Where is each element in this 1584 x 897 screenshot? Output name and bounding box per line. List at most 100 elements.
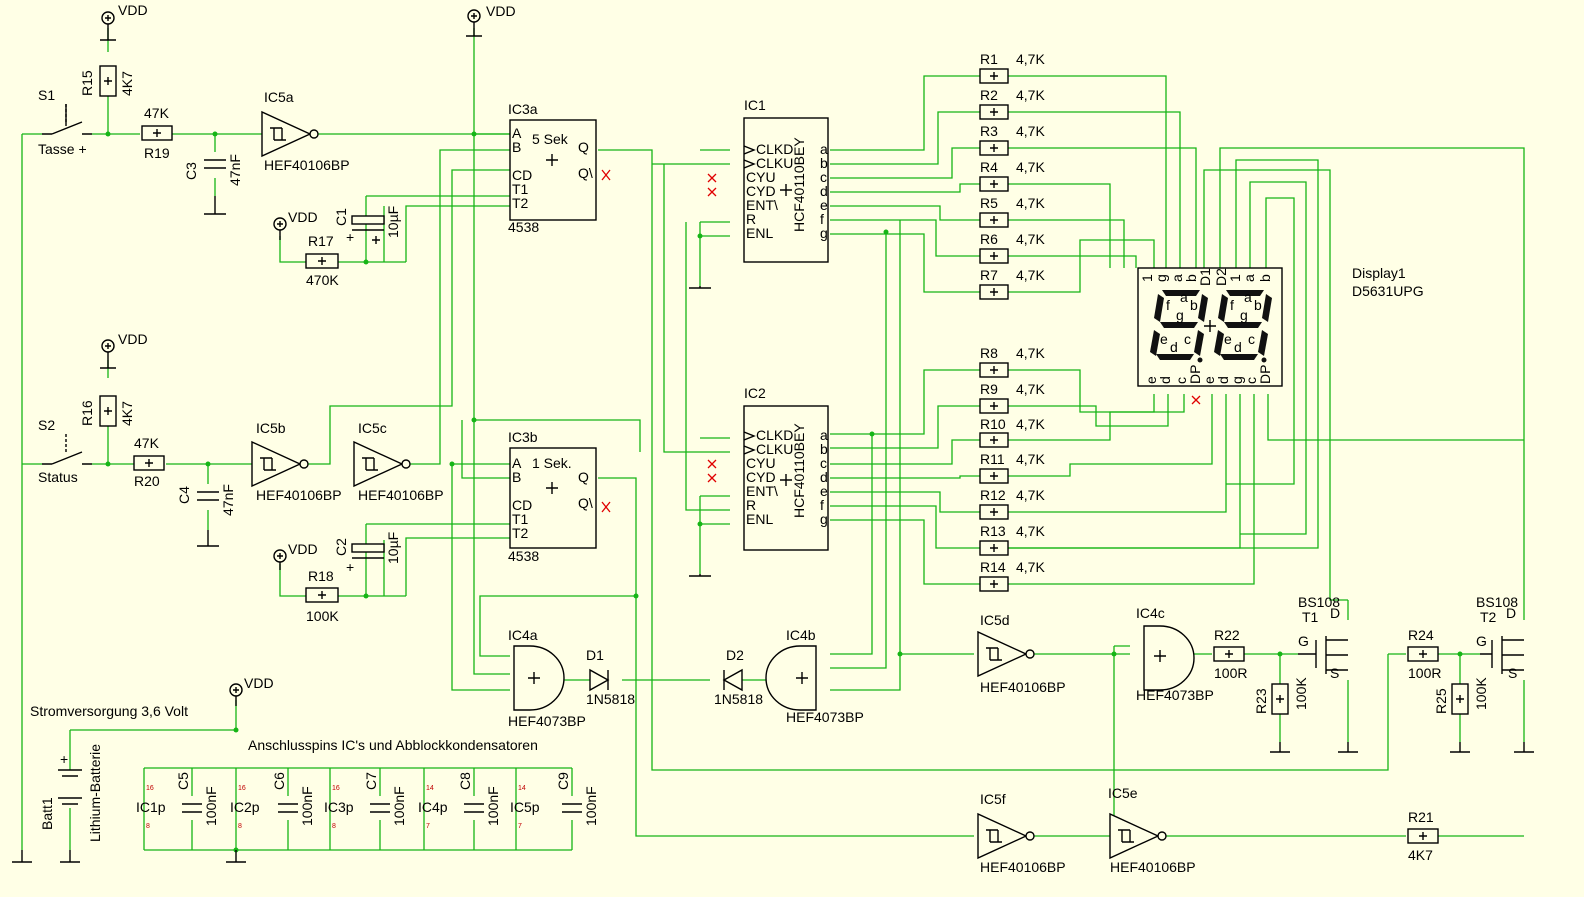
svg-text:100nF: 100nF	[485, 786, 501, 826]
svg-text:e: e	[1160, 331, 1168, 347]
svg-text:14: 14	[518, 785, 526, 792]
svg-text:4K7: 4K7	[119, 71, 135, 96]
svg-text:47nF: 47nF	[220, 484, 236, 516]
svg-text:g: g	[1153, 274, 1169, 282]
svg-text:47K: 47K	[134, 435, 160, 451]
svg-text:R22: R22	[1214, 627, 1240, 643]
svg-text:C2: C2	[333, 538, 349, 556]
svg-text:4,7K: 4,7K	[1016, 559, 1045, 575]
svg-text:R1: R1	[980, 51, 998, 67]
svg-text:VDD: VDD	[118, 331, 148, 347]
resistor-r17: R17 470K	[305, 233, 339, 288]
svg-text:a: a	[1169, 274, 1185, 282]
svg-text:R19: R19	[144, 145, 170, 161]
svg-text:8: 8	[146, 823, 150, 830]
svg-text:14: 14	[426, 785, 434, 792]
svg-text:b: b	[1183, 274, 1199, 282]
resistor-r16: R16 4K7	[79, 395, 135, 427]
svg-text:+: +	[346, 229, 354, 245]
svg-text:d: d	[1170, 339, 1178, 355]
svg-text:IC3b: IC3b	[508, 429, 538, 445]
svg-text:1N5818: 1N5818	[586, 691, 635, 707]
svg-text:100nF: 100nF	[203, 786, 219, 826]
svg-text:100nF: 100nF	[391, 786, 407, 826]
svg-text:g: g	[1229, 376, 1245, 384]
and-gate-ic4b: IC4b HEF4073BP	[765, 627, 864, 725]
vdd-symbols: VDD VDD VDD VDD VDD VDD	[100, 2, 516, 706]
svg-text:Lithium-Batterie: Lithium-Batterie	[87, 744, 103, 842]
svg-text:T2: T2	[512, 195, 529, 211]
vdd-symbol-supply: VDD	[229, 675, 274, 706]
svg-text:c: c	[1184, 331, 1191, 347]
svg-text:A: A	[512, 125, 522, 141]
svg-text:HEF40106BP: HEF40106BP	[264, 157, 350, 173]
svg-text:BS108: BS108	[1476, 594, 1518, 610]
svg-text:R16: R16	[79, 400, 95, 426]
svg-text:g: g	[820, 511, 828, 527]
svg-text:D1: D1	[1197, 268, 1213, 286]
svg-text:R18: R18	[308, 568, 334, 584]
svg-text:S: S	[1330, 665, 1339, 681]
resistor-r22: R22 100R	[1213, 627, 1247, 681]
svg-text:1: 1	[1139, 274, 1155, 282]
display-digit-2: f a b g e d c	[1214, 289, 1272, 363]
svg-text:a: a	[1241, 274, 1257, 282]
svg-text:g: g	[1240, 307, 1248, 323]
svg-text:R: R	[746, 497, 756, 513]
svg-text:c: c	[1248, 331, 1255, 347]
svg-text:e: e	[820, 483, 828, 499]
svg-text:R2: R2	[980, 87, 998, 103]
svg-text:D5631UPG: D5631UPG	[1352, 283, 1424, 299]
svg-text:VDD: VDD	[486, 3, 516, 19]
svg-text:5 Sek: 5 Sek	[532, 131, 569, 147]
svg-text:BS108: BS108	[1298, 594, 1340, 610]
svg-text:1: 1	[1227, 274, 1243, 282]
svg-text:d: d	[1215, 376, 1231, 384]
vdd-symbol-r18: VDD	[273, 541, 318, 570]
monoflop-ic3b: IC3b 1 Sek. 4538 A B CD T1 T2 Q Q\	[508, 429, 611, 564]
svg-text:T1: T1	[1302, 609, 1319, 625]
svg-text:4538: 4538	[508, 548, 539, 564]
svg-text:R13: R13	[980, 523, 1006, 539]
svg-text:100K: 100K	[306, 608, 339, 624]
svg-text:R: R	[746, 211, 756, 227]
svg-text:G: G	[1476, 633, 1487, 649]
svg-text:CLKU: CLKU	[756, 441, 793, 457]
svg-text:4,7K: 4,7K	[1016, 51, 1045, 67]
svg-text:8: 8	[238, 823, 242, 830]
capacitor-c1: C1 10µF +	[333, 206, 401, 245]
svg-text:1N5818: 1N5818	[714, 691, 763, 707]
svg-text:4,7K: 4,7K	[1016, 487, 1045, 503]
svg-text:T2: T2	[1480, 609, 1497, 625]
switch-s1-label: Tasse +	[38, 141, 87, 157]
svg-text:f: f	[820, 211, 824, 227]
svg-text:100R: 100R	[1214, 665, 1247, 681]
svg-text:c: c	[1243, 377, 1259, 384]
svg-text:IC5b: IC5b	[256, 420, 286, 436]
svg-text:a: a	[1180, 289, 1188, 305]
svg-text:100K: 100K	[1293, 677, 1309, 710]
inverter-ic5f: IC5f HEF40106BP	[977, 791, 1066, 875]
svg-text:C8: C8	[457, 772, 473, 790]
and-gate-ic4c: IC4c HEF4073BP	[1136, 605, 1214, 703]
switch-s2: S2 Status	[38, 417, 92, 485]
inverter-ic5a: IC5a HEF40106BP	[261, 89, 350, 173]
svg-text:CLKD: CLKD	[756, 427, 793, 443]
vdd-symbol-r16: VDD	[100, 331, 148, 369]
diode-d2: D2 1N5818	[714, 647, 763, 707]
svg-text:B: B	[512, 139, 521, 155]
svg-text:d: d	[820, 469, 828, 485]
svg-text:e: e	[1224, 331, 1232, 347]
svg-text:IC4a: IC4a	[508, 627, 538, 643]
svg-text:IC2p: IC2p	[230, 799, 260, 815]
